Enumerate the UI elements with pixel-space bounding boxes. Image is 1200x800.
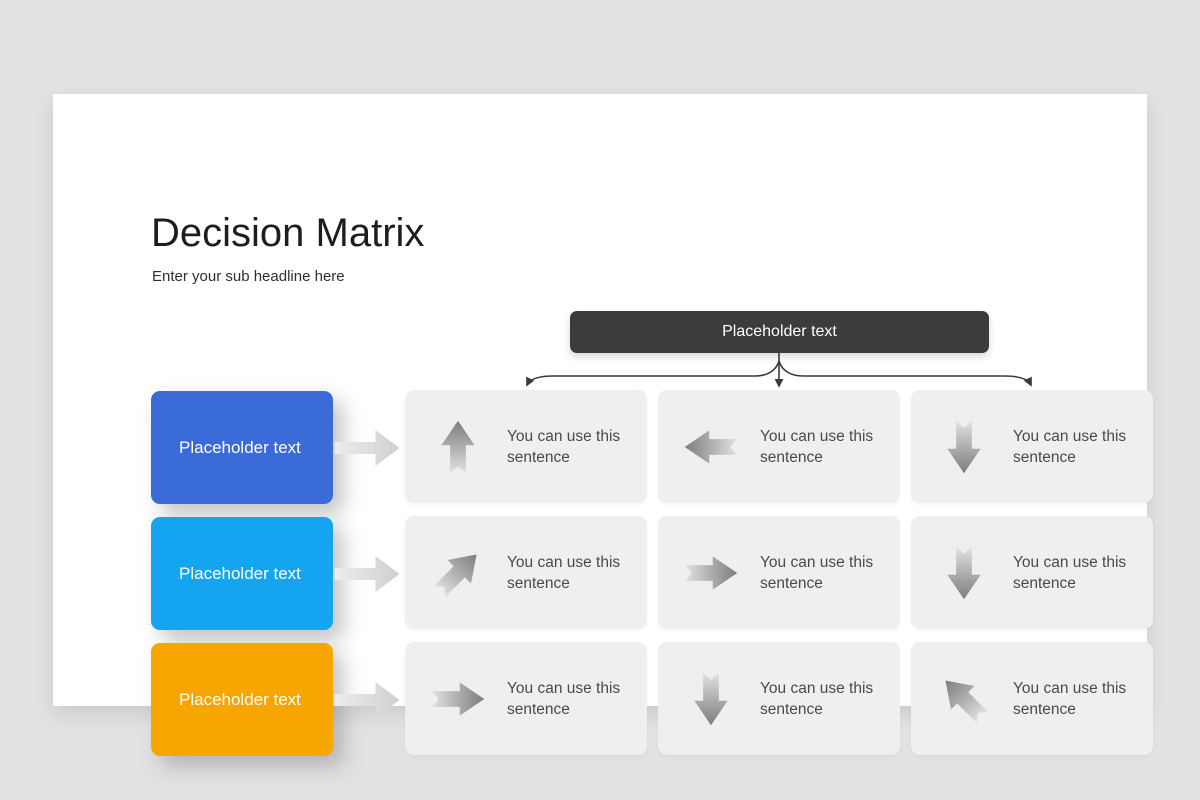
cell-sentence: You can use this sentence [1013, 679, 1127, 718]
matrix-cell-r3c1: You can use this sentence [405, 642, 647, 755]
arrow-down-icon [941, 545, 987, 601]
matrix-cell-r1c1: You can use this sentence [405, 390, 647, 503]
arrow-up-icon [435, 419, 481, 475]
arrow-up-left-icon [928, 662, 1000, 734]
row-box-1: Placeholder text [151, 391, 333, 504]
decision-matrix-grid: You can use this sentence You can use th… [405, 390, 1153, 755]
slide-title: Decision Matrix [151, 211, 425, 255]
row-box-2: Placeholder text [151, 517, 333, 630]
cell-sentence: You can use this sentence [760, 553, 874, 592]
cell-sentence: You can use this sentence [507, 427, 621, 466]
cell-sentence: You can use this sentence [507, 679, 621, 718]
cell-sentence: You can use this sentence [1013, 427, 1127, 466]
arrow-left-icon [683, 424, 739, 470]
header-placeholder-box: Placeholder text [570, 311, 989, 353]
matrix-cell-r1c2: You can use this sentence [658, 390, 900, 503]
arrow-up-right-icon [422, 536, 494, 608]
matrix-cell-r2c3: You can use this sentence [911, 516, 1153, 629]
row-1-arrow-right-icon [334, 429, 401, 467]
row-box-3-label: Placeholder text [179, 690, 301, 709]
header-placeholder-label: Placeholder text [722, 323, 837, 340]
row-box-1-label: Placeholder text [179, 438, 301, 457]
matrix-cell-r3c3: You can use this sentence [911, 642, 1153, 755]
row-box-3: Placeholder text [151, 643, 333, 756]
cell-sentence: You can use this sentence [760, 427, 874, 466]
branch-connector-arrows [526, 353, 1032, 388]
matrix-cell-r1c3: You can use this sentence [911, 390, 1153, 503]
row-label-column: Placeholder text Placeholder text Placeh… [151, 391, 333, 756]
matrix-cell-r2c2: You can use this sentence [658, 516, 900, 629]
arrow-right-icon [430, 676, 486, 722]
row-2-arrow-right-icon [334, 555, 401, 593]
matrix-cell-r2c1: You can use this sentence [405, 516, 647, 629]
row-box-2-label: Placeholder text [179, 564, 301, 583]
slide-subtitle: Enter your sub headline here [152, 268, 345, 285]
arrow-right-icon [683, 550, 739, 596]
matrix-cell-r3c2: You can use this sentence [658, 642, 900, 755]
cell-sentence: You can use this sentence [760, 679, 874, 718]
arrow-down-icon [941, 419, 987, 475]
slide-canvas: Decision Matrix Enter your sub headline … [53, 94, 1153, 756]
row-3-arrow-right-icon [334, 681, 401, 719]
arrow-down-icon [688, 671, 734, 727]
cell-sentence: You can use this sentence [507, 553, 621, 592]
cell-sentence: You can use this sentence [1013, 553, 1127, 592]
